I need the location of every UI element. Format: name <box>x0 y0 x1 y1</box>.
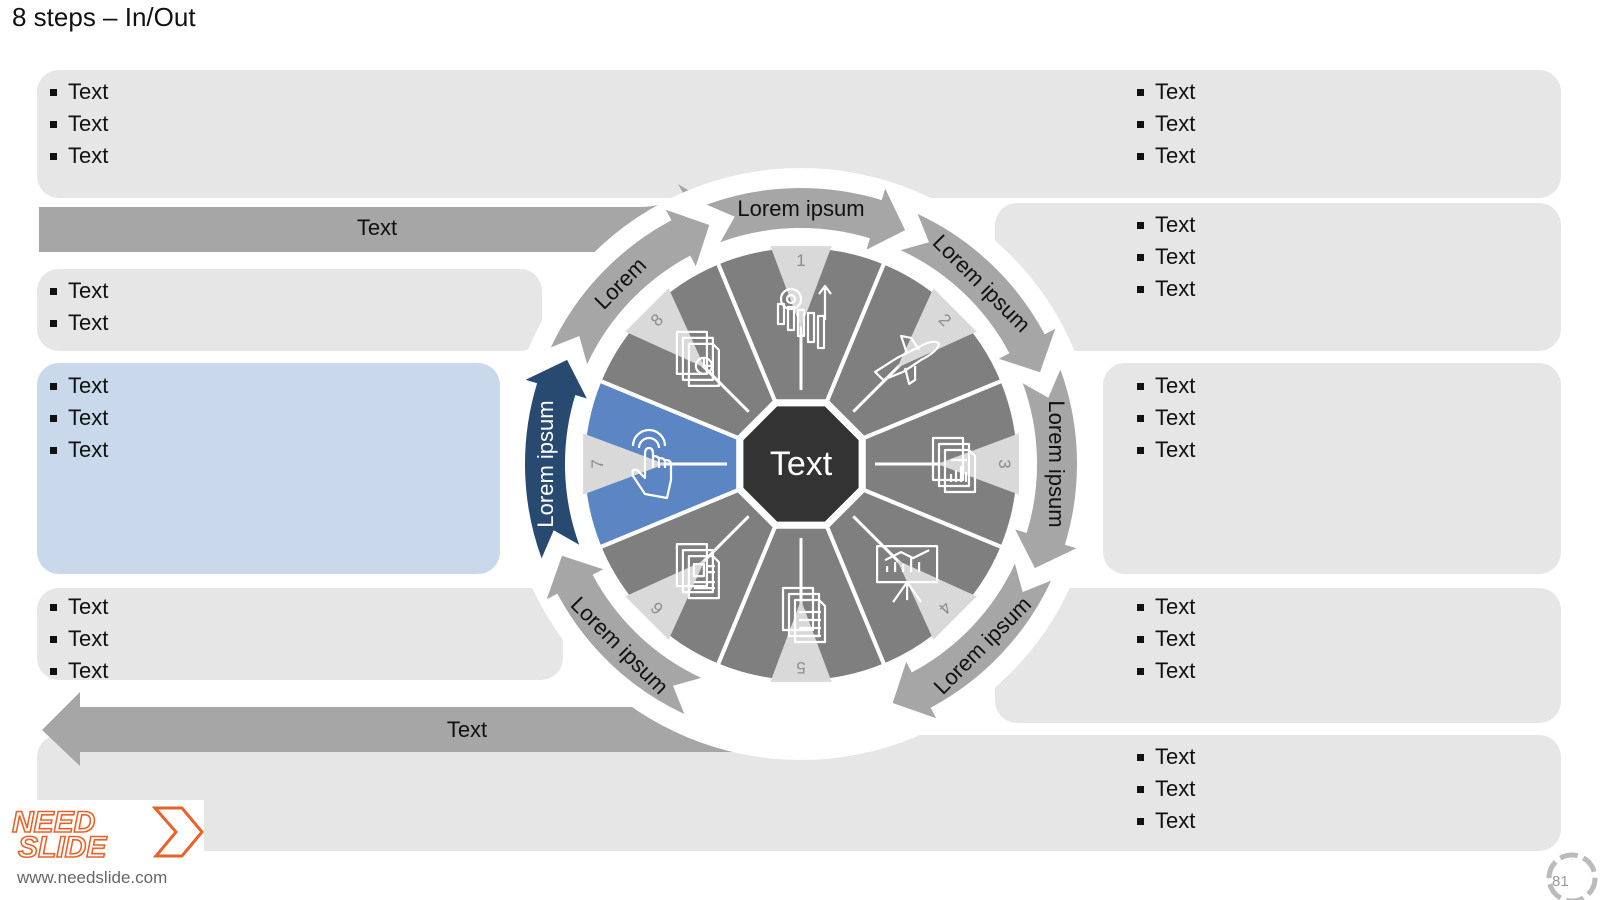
bullet-item: Text <box>37 108 108 140</box>
bullet-list-left-2: Text Text <box>37 275 108 339</box>
bullet-item: Text <box>37 370 108 402</box>
step-notch <box>897 560 977 640</box>
bullet-list-left-4: Text Text Text <box>37 591 108 687</box>
page-badge <box>1546 852 1598 900</box>
bullet-item: Text <box>1124 591 1195 623</box>
step-notch <box>625 560 705 640</box>
website-url[interactable]: www.needslide.com <box>17 868 168 887</box>
left-panel-2 <box>37 269 542 351</box>
bullet-list-left-3: Text Text Text <box>37 370 108 466</box>
bullet-item: Text <box>37 140 108 172</box>
bullet-item: Text <box>1124 773 1195 805</box>
presentation-board-icon <box>875 544 939 603</box>
step-arrow-7[interactable] <box>524 359 587 559</box>
out-arrow-label: Text <box>447 717 487 742</box>
step-label: Lorem ipsum <box>533 400 558 527</box>
bullet-list-right-5: Text Text Text <box>1124 741 1195 837</box>
step-label: Lorem ipsum <box>737 196 864 221</box>
left-panel-4 <box>37 588 563 680</box>
bullet-item: Text <box>37 275 108 307</box>
bullet-item: Text <box>37 434 108 466</box>
bullet-item: Text <box>37 655 108 687</box>
bullet-item: Text <box>1124 434 1195 466</box>
step-notch <box>625 288 705 368</box>
bullet-item: Text <box>1124 273 1195 305</box>
right-panel-2 <box>995 203 1561 351</box>
bullet-list-right-2: Text Text Text <box>1124 209 1195 305</box>
bullet-item: Text <box>37 591 108 623</box>
bullet-item: Text <box>37 623 108 655</box>
right-panel-3 <box>1103 363 1561 574</box>
bullet-list-right-3: Text Text Text <box>1124 370 1195 466</box>
step-notch <box>770 246 832 328</box>
bullet-list-left-1: Text Text Text <box>37 76 108 172</box>
bullet-item: Text <box>1124 655 1195 687</box>
bullet-item: Text <box>1124 241 1195 273</box>
bullet-item: Text <box>1124 140 1195 172</box>
bullet-item: Text <box>1124 741 1195 773</box>
step-number: 3 <box>995 459 1014 468</box>
bullet-item: Text <box>1124 805 1195 837</box>
slide-title: 8 steps – In/Out <box>12 2 196 32</box>
needslide-logo: NEED SLIDE <box>0 800 204 865</box>
step-arrow-8[interactable] <box>550 209 710 365</box>
in-arrow <box>39 184 713 252</box>
bullet-item: Text <box>1124 370 1195 402</box>
left-panel-3-selected[interactable] <box>37 363 500 574</box>
bullet-item: Text <box>37 402 108 434</box>
step-arrow-4[interactable] <box>892 563 1052 719</box>
step-arrow-2[interactable] <box>900 213 1056 373</box>
pie-report-icon <box>675 330 721 387</box>
bullet-item: Text <box>1124 108 1195 140</box>
report-icon <box>931 436 977 494</box>
step-label: Lorem ipsum <box>1044 400 1069 527</box>
bullet-item: Text <box>1124 402 1195 434</box>
document-icon <box>675 542 721 600</box>
bullet-item: Text <box>1124 76 1195 108</box>
page-number: 81 <box>1552 873 1569 890</box>
airplane-icon <box>873 334 941 385</box>
center-octagon <box>738 401 864 527</box>
bullet-item: Text <box>37 76 108 108</box>
bullet-item: Text <box>37 307 108 339</box>
step-number: 7 <box>588 459 607 468</box>
bullet-item: Text <box>1124 623 1195 655</box>
spreadsheet-icon <box>781 586 827 644</box>
step-number: 5 <box>796 658 805 677</box>
step-number: 1 <box>796 251 805 270</box>
center-label: Text <box>770 445 833 483</box>
svg-text:SLIDE: SLIDE <box>18 831 107 864</box>
step-arrow-6[interactable] <box>546 555 702 715</box>
bullet-list-right-4: Text Text Text <box>1124 591 1195 687</box>
svg-text:NEED: NEED <box>12 806 95 839</box>
step-notch <box>583 433 665 495</box>
step-arrow-3[interactable] <box>1015 369 1077 569</box>
step-notch <box>937 433 1019 495</box>
step-arrow-1[interactable] <box>706 187 906 250</box>
in-arrow-label: Text <box>357 215 397 240</box>
bullet-list-right-1: Text Text Text <box>1124 76 1195 172</box>
bullet-item: Text <box>1124 209 1195 241</box>
gear-chart-icon <box>776 284 832 350</box>
touch-hand-icon <box>631 428 673 500</box>
right-panel-4 <box>995 588 1561 723</box>
